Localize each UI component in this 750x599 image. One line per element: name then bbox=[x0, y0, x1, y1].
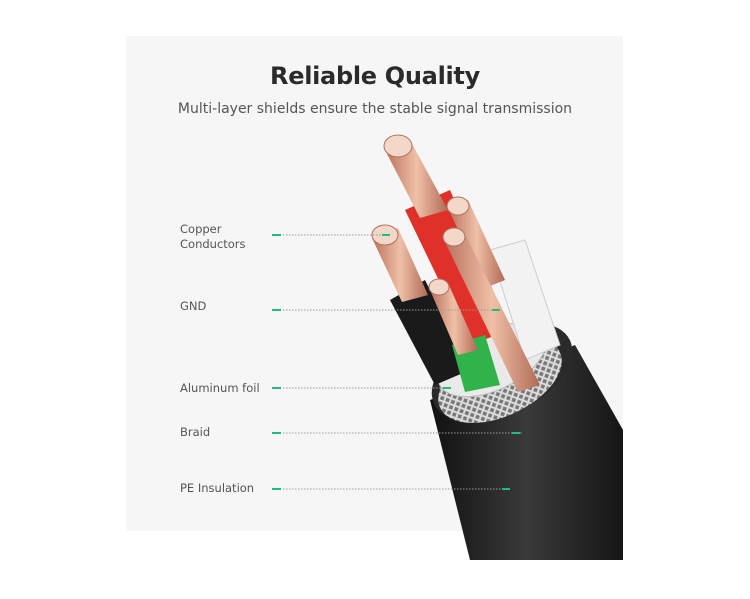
label-pe-insulation: PE Insulation bbox=[180, 481, 255, 495]
label-braid: Braid bbox=[180, 425, 211, 439]
label-gnd: GND bbox=[180, 299, 207, 313]
page-subtitle: Multi-layer shields ensure the stable si… bbox=[177, 101, 573, 117]
label-copper-line1: Copper bbox=[180, 222, 222, 236]
leader-markers bbox=[272, 234, 520, 490]
label-copper-line2: Conductors bbox=[180, 237, 246, 251]
copper-conductors bbox=[371, 134, 540, 392]
label-aluminum-foil: Aluminum foil bbox=[180, 381, 260, 395]
leader-lines bbox=[283, 234, 522, 490]
page-title: Reliable Quality bbox=[270, 62, 480, 90]
label-copper-conductors: Copper Conductors bbox=[180, 222, 246, 252]
